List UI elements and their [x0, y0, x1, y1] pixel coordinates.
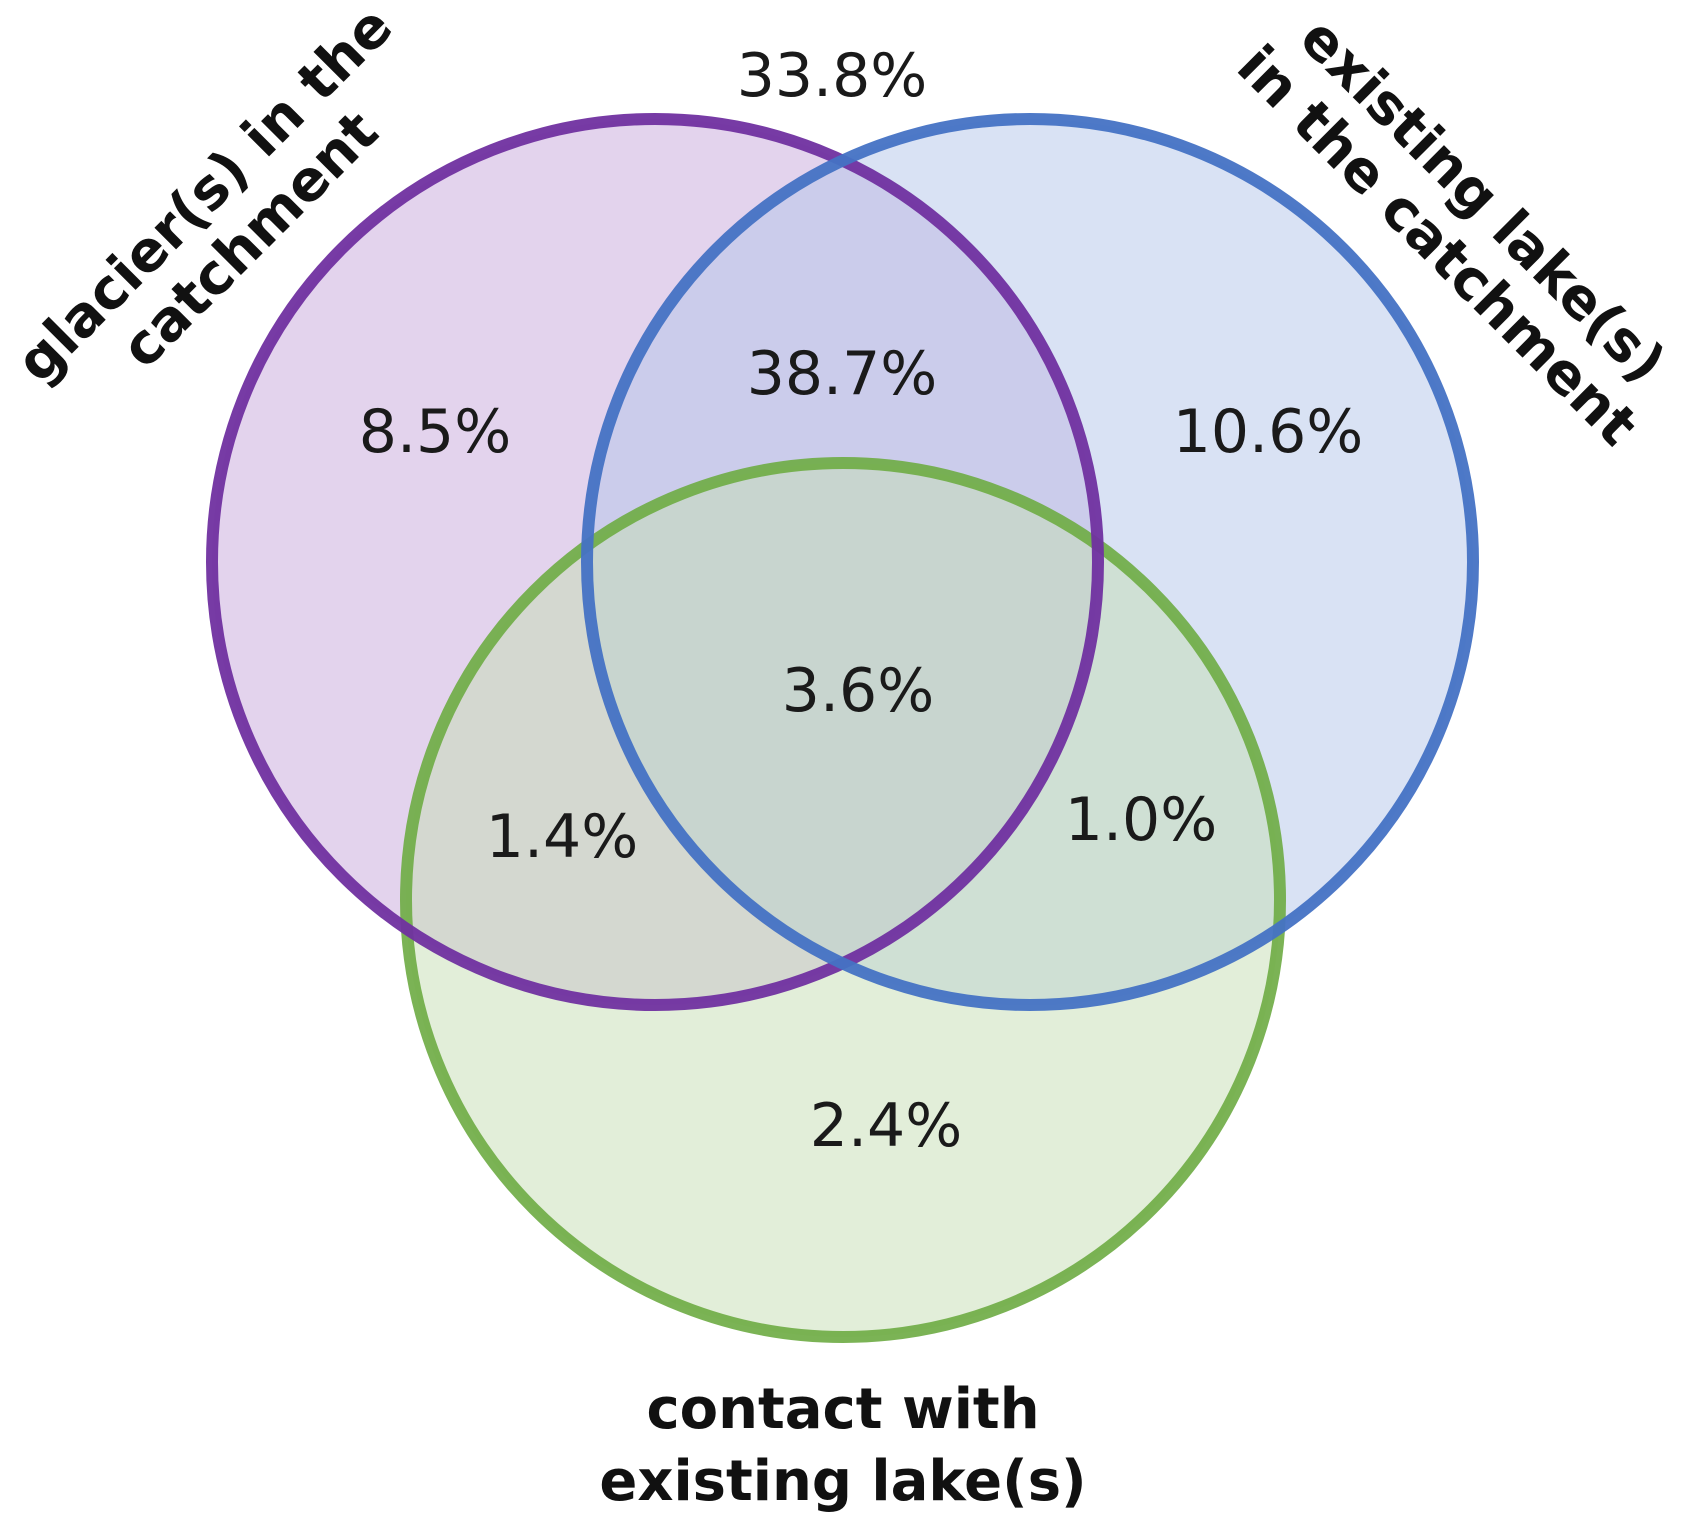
lake-contact-percentage: 1.0% — [1065, 785, 1217, 855]
contact-only-percentage: 2.4% — [810, 1091, 962, 1161]
contact-circle-outline — [400, 457, 1286, 1343]
lake-only-percentage: 10.6% — [1173, 397, 1364, 467]
contact-circle-fill — [406, 463, 1280, 1337]
circle-outlines — [206, 113, 1479, 1343]
glacier-lake-percentage: 38.7% — [747, 339, 938, 409]
glacier-circle-outline — [206, 113, 1104, 1011]
outside-percentage: 33.8% — [737, 41, 928, 111]
glacier-contact-percentage: 1.4% — [486, 802, 638, 872]
contact-label-line-2: existing lake(s) — [599, 1449, 1086, 1514]
glacier-only-percentage: 8.5% — [359, 397, 511, 467]
contact-set-label: contact with existing lake(s) — [599, 1377, 1086, 1514]
all-three-percentage: 3.6% — [782, 656, 934, 726]
contact-label-line-1: contact with — [646, 1377, 1039, 1442]
lake-circle-outline — [581, 113, 1479, 1011]
circle-fills — [212, 119, 1473, 1337]
region-labels: 33.8% 8.5% 38.7% 10.6% 3.6% 1.4% 1.0% 2.… — [359, 41, 1364, 1161]
